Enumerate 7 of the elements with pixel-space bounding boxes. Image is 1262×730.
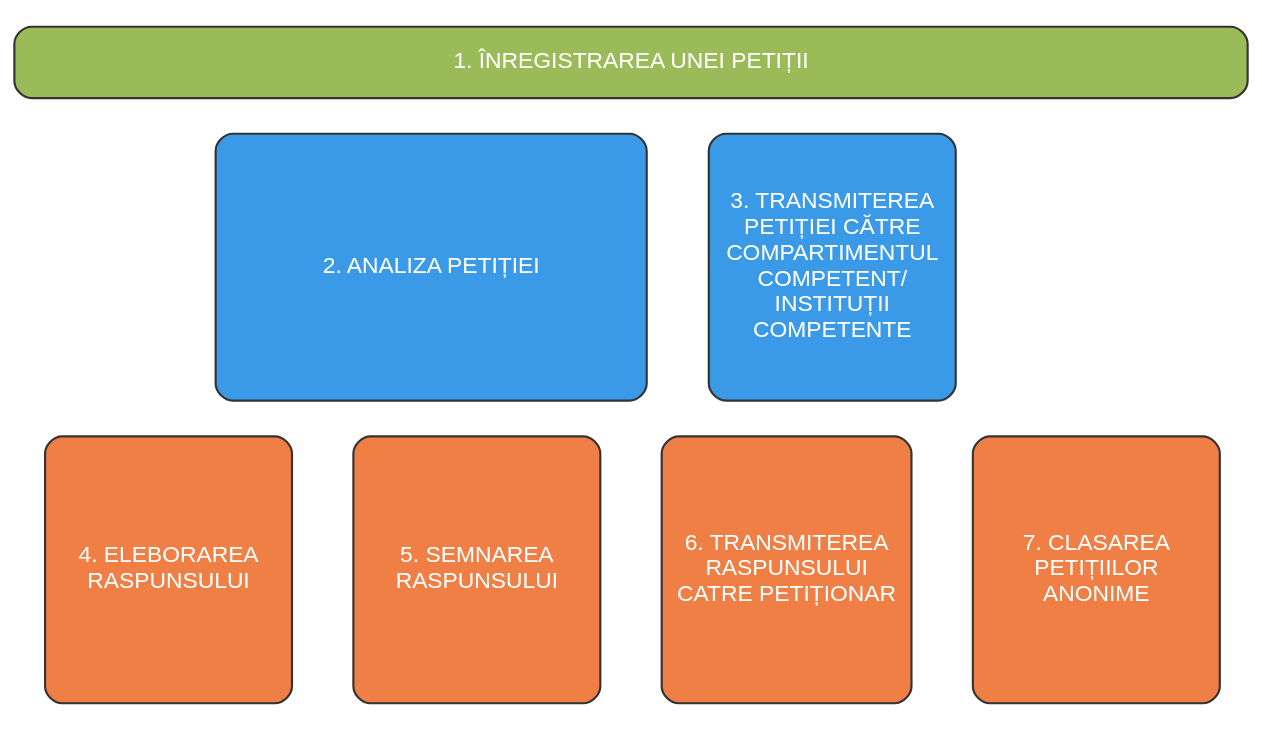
node-box: 4. ELEBORAREA RASPUNSULUI (44, 435, 294, 705)
node-box: 3. TRANSMITEREA PETIȚIEI CĂTRE COMPARTIMENTUL COMPETENT/ INSTITUȚII COMPETENTE (707, 132, 957, 402)
node-box: 5. SEMNAREA RASPUNSULUI (352, 435, 602, 705)
node-box: 7. CLASAREA PETIȚIILOR ANONIME (971, 435, 1221, 705)
node-box: 1. ÎNREGISTRAREA UNEI PETIȚII (13, 25, 1249, 100)
node-box: 2. ANALIZA PETIȚIEI (214, 132, 648, 402)
node-box: 6. TRANSMITEREA RASPUNSULUI CATRE PETIȚIONAR (660, 435, 913, 705)
